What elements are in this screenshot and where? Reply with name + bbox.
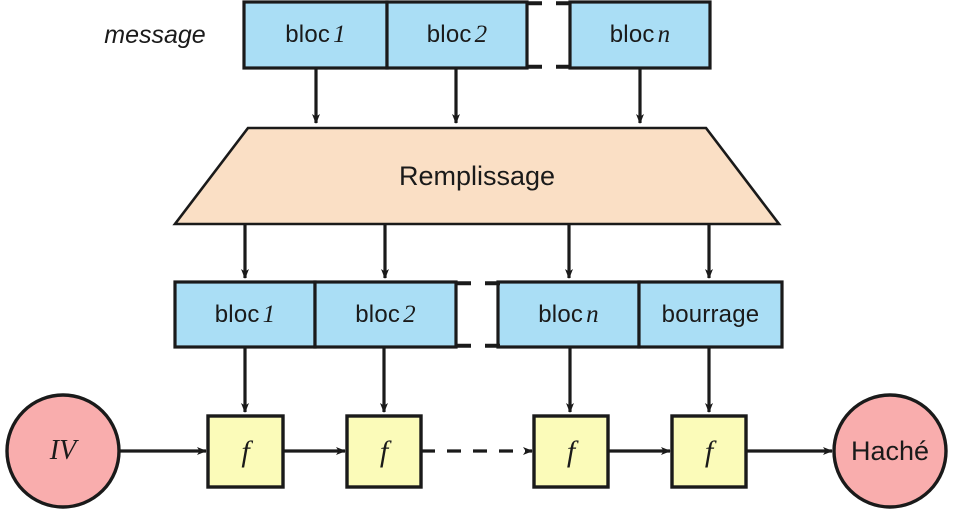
- padded-block-2-shape[interactable]: [313, 280, 458, 349]
- output-circle-shape[interactable]: [832, 393, 948, 509]
- message-block-2-shape[interactable]: [385, 0, 529, 70]
- padding-to-padded-arrows: [241, 224, 713, 279]
- message-block-n-shape[interactable]: [568, 0, 712, 70]
- function-box-2-shape[interactable]: [345, 414, 423, 489]
- function-box-shapes: [206, 414, 748, 489]
- message-to-padding-arrows: [312, 68, 644, 124]
- message-block-shapes: [242, 0, 712, 70]
- padded-block-n-shape[interactable]: [496, 280, 641, 349]
- padding-trapezoid-shape[interactable]: [172, 126, 782, 226]
- initial-value-circle-shape[interactable]: [5, 393, 121, 509]
- padded-block-1-shape[interactable]: [173, 280, 317, 349]
- message-block-1-shape[interactable]: [242, 0, 389, 70]
- function-box-1-shape[interactable]: [206, 414, 285, 489]
- padded-to-function-arrows: [241, 347, 713, 413]
- function-box-3-shape[interactable]: [532, 414, 610, 489]
- padded-block-bourrage-shape[interactable]: [637, 280, 784, 349]
- function-box-4-shape[interactable]: [670, 414, 748, 489]
- padded-block-shapes: [173, 280, 784, 349]
